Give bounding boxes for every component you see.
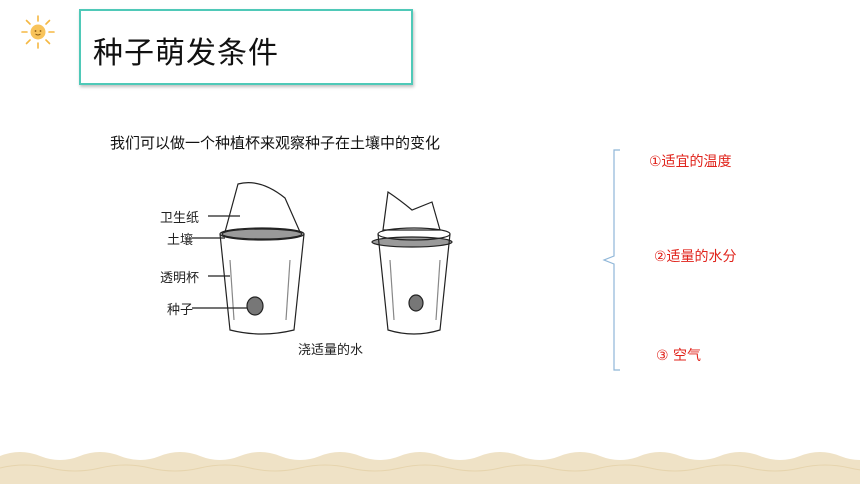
sun-icon <box>21 15 55 49</box>
title-box: 种子萌发条件 <box>79 9 413 85</box>
planting-cup-illustration <box>192 182 453 335</box>
label-soil: 土壤 <box>167 233 194 248</box>
label-seed: 种子 <box>167 303 194 318</box>
left-soil <box>221 228 303 240</box>
right-tissue <box>382 190 441 231</box>
condition-air: ③ 空气 <box>656 348 702 364</box>
label-cup: 透明杯 <box>160 271 200 286</box>
figure-caption: 浇适量的水 <box>298 343 364 358</box>
right-seed <box>408 294 424 312</box>
right-cup <box>377 233 451 335</box>
planting-cup-figure: 卫生纸 土壤 透明杯 种子 浇适量的水 <box>150 170 480 370</box>
bracket-line <box>602 149 620 371</box>
bottom-wave-decoration <box>0 452 860 484</box>
slide-title: 种子萌发条件 <box>93 36 279 71</box>
left-tissue <box>224 182 301 233</box>
label-tissue: 卫生纸 <box>160 211 200 226</box>
left-seed <box>246 296 264 316</box>
intro-text: 我们可以做一个种植杯来观察种子在土壤中的变化 <box>110 134 441 152</box>
condition-water: ②适量的水分 <box>654 249 737 265</box>
left-cup <box>219 233 305 335</box>
condition-temperature: ①适宜的温度 <box>649 154 732 170</box>
